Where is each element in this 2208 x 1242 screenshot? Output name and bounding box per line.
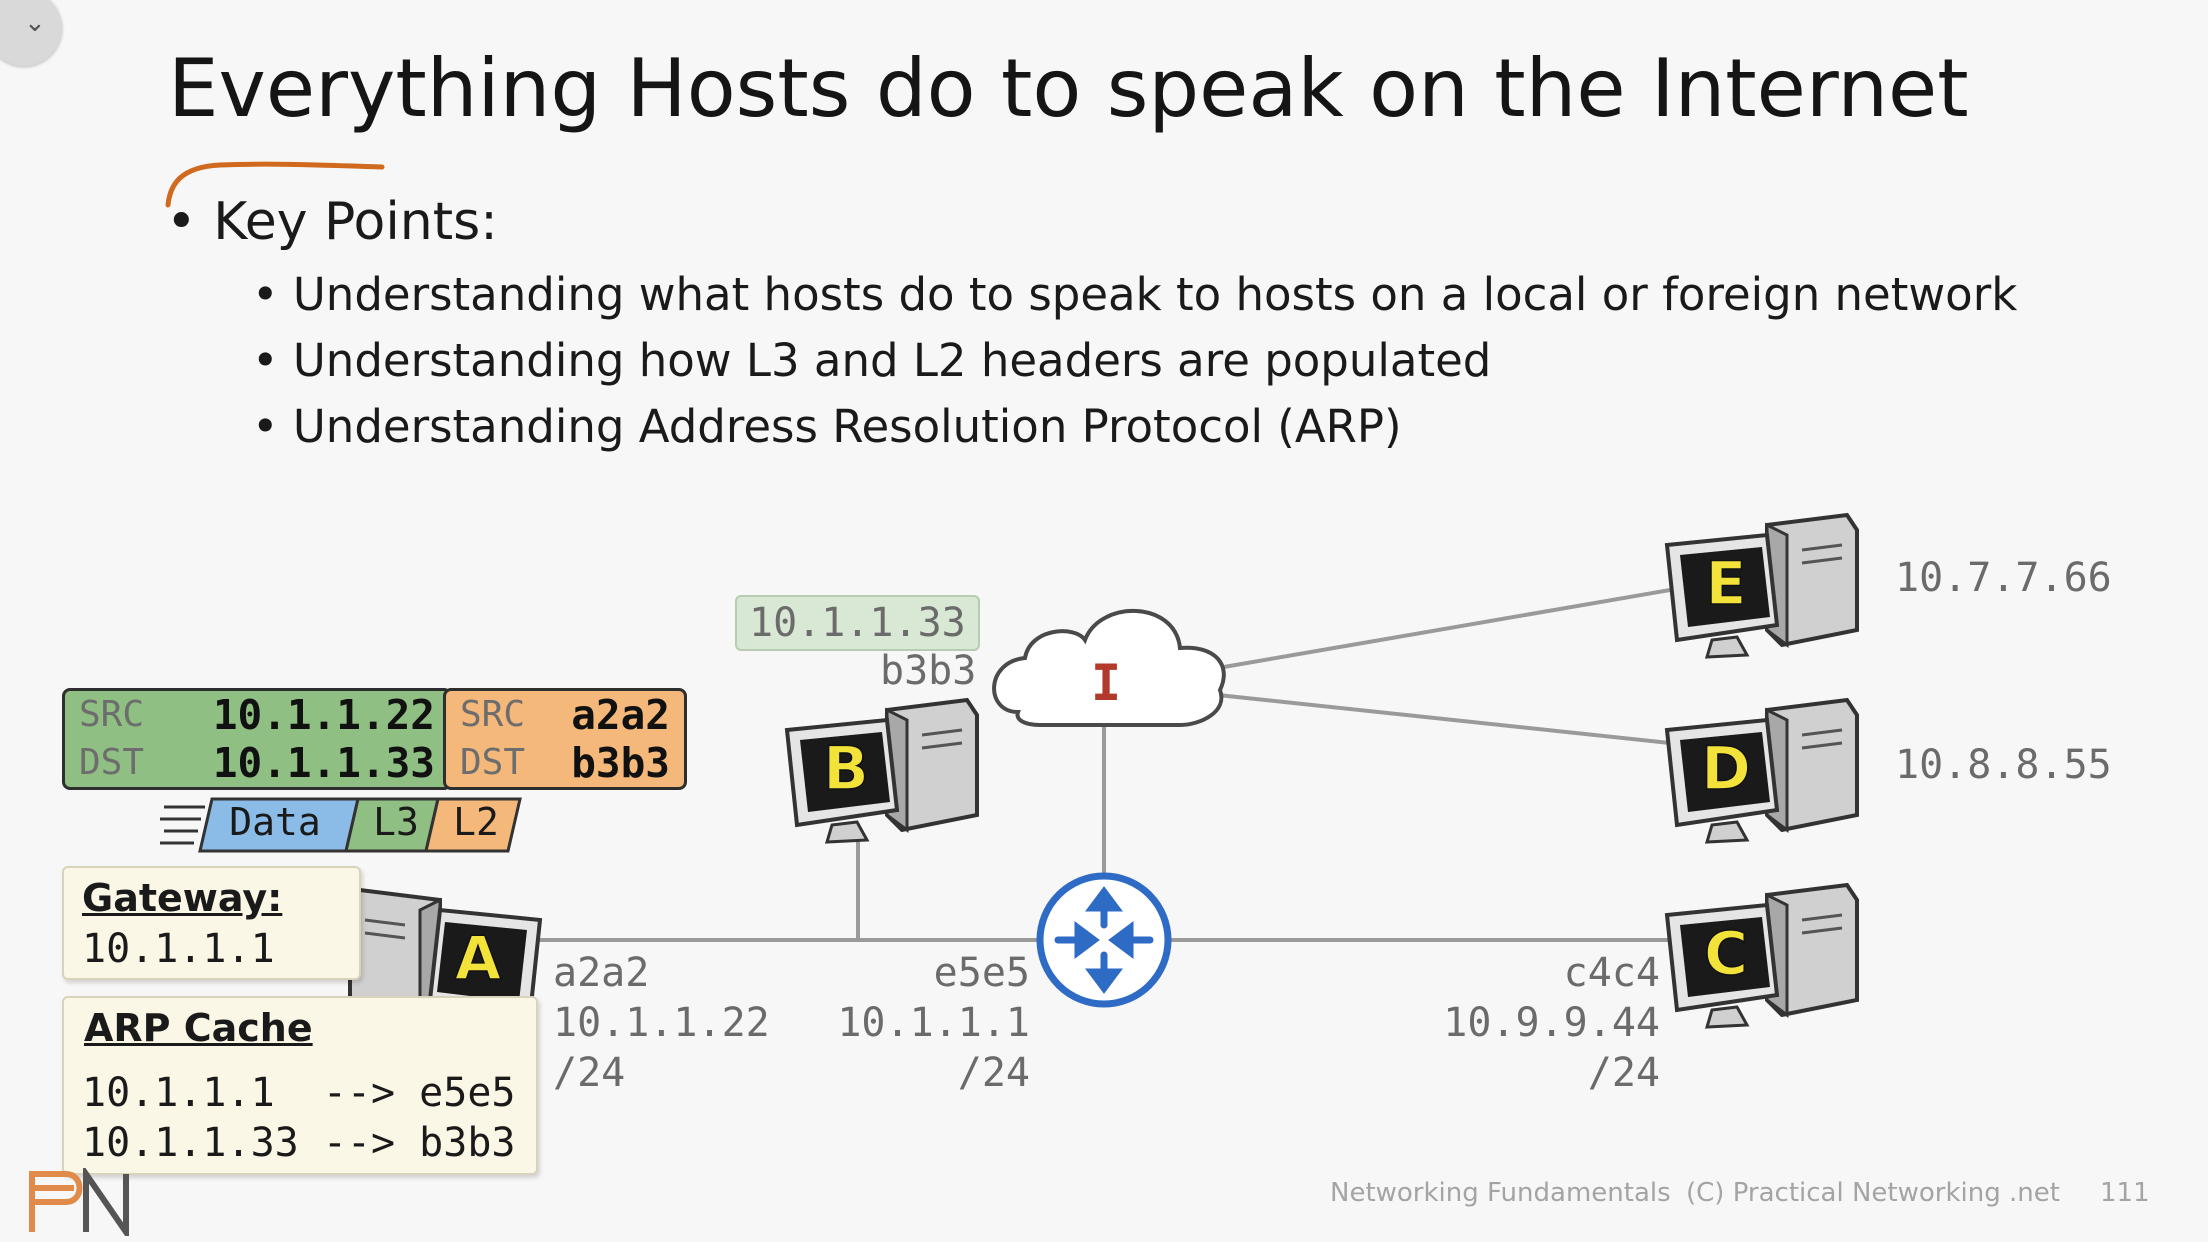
key-point-item: • Understanding how L3 and L2 headers ar… (252, 334, 1492, 387)
slide-title: Everything Hosts do to speak on the Inte… (168, 42, 1969, 135)
arp-entry: 10.1.1.33 --> b3b3 (82, 1120, 516, 1166)
practical-networking-logo (29, 1168, 129, 1236)
l3-src-value: 10.1.1.22 (212, 691, 435, 739)
host-c-ip: 10.9.9.44 (1443, 1000, 1660, 1046)
host-b-label: B (823, 734, 869, 804)
bullet-icon: • (166, 192, 214, 252)
packet-l2-label: L2 (453, 800, 499, 844)
internet-cloud: I (992, 608, 1226, 727)
host-c-address: c4c4 10.9.9.44 /24 (1400, 948, 1660, 1098)
host-c-mask: /24 (1587, 1050, 1660, 1096)
host-a-ip: 10.1.1.22 (553, 1000, 770, 1046)
packet-data-label: Data (229, 800, 321, 844)
l2-src-key: SRC (460, 694, 526, 735)
l3-header-box: SRC 10.1.1.22 DST 10.1.1.33 (62, 688, 452, 790)
host-a-address: a2a2 10.1.1.22 /24 (553, 948, 770, 1098)
pen-annotation-stroke (165, 161, 385, 208)
l2-dst-value: b3b3 (571, 739, 670, 787)
chevron-down-icon: ⌄ (24, 8, 46, 38)
arp-cache-title: ARP Cache (84, 1006, 313, 1050)
host-a-label: A (455, 924, 502, 994)
l3-dst-key: DST (79, 742, 145, 783)
bullet-icon: • (252, 400, 293, 453)
router-icon (1036, 872, 1172, 1008)
host-e-computer-icon (1664, 512, 1859, 659)
internet-label: I (1091, 654, 1121, 712)
l3-src-key: SRC (79, 694, 145, 735)
host-e-label: E (1706, 549, 1747, 619)
host-d-label: D (1701, 734, 1751, 804)
router-mac: e5e5 (933, 950, 1030, 996)
network-links (530, 588, 1671, 942)
host-a-mask: /24 (553, 1050, 626, 1096)
bullet-icon: • (252, 334, 293, 387)
arp-cache-box: ARP Cache 10.1.1.1 --> e5e5 10.1.1.33 --… (62, 996, 538, 1175)
l2-header-box: SRC a2a2 DST b3b3 (443, 688, 687, 790)
host-c-computer-icon (1664, 882, 1859, 1029)
link-cloud-e (1217, 588, 1671, 670)
packet-l3-label: L3 (373, 800, 419, 844)
arp-entry: 10.1.1.1 --> e5e5 (82, 1070, 516, 1116)
router-ip: 10.1.1.1 (837, 1000, 1030, 1046)
link-cloud-d (1217, 693, 1671, 745)
bullet-icon: • (252, 268, 293, 321)
router-address: e5e5 10.1.1.1 /24 (780, 948, 1030, 1098)
host-d-computer-icon (1664, 697, 1859, 844)
host-b-computer-icon (784, 697, 979, 844)
l3-dst-value: 10.1.1.33 (212, 739, 435, 787)
key-point-item: • Understanding what hosts do to speak t… (252, 268, 2018, 321)
router-mask: /24 (957, 1050, 1030, 1096)
host-d-ip: 10.8.8.55 (1895, 742, 2112, 788)
host-c-mac: c4c4 (1563, 950, 1660, 996)
gateway-box: Gateway: 10.1.1.1 (62, 866, 361, 980)
footer-copyright: (C) Practical Networking .net (1686, 1178, 2060, 1208)
host-c-label: C (1704, 919, 1748, 989)
l2-src-value: a2a2 (571, 691, 670, 739)
host-a-mac: a2a2 (553, 950, 650, 996)
gateway-title: Gateway: (82, 876, 283, 920)
host-b-ip: 10.1.1.33 (735, 595, 980, 651)
key-points-heading: • Key Points: (166, 192, 498, 252)
packet-strip (160, 797, 522, 853)
footer-course: Networking Fundamentals (1330, 1178, 1671, 1208)
collapse-button[interactable]: ⌄ (0, 0, 62, 66)
key-point-item: • Understanding Address Resolution Proto… (252, 400, 1402, 453)
gateway-value: 10.1.1.1 (82, 926, 275, 972)
l2-dst-key: DST (460, 742, 526, 783)
host-e-ip: 10.7.7.66 (1895, 555, 2112, 601)
host-b-mac: b3b3 (880, 648, 977, 694)
footer-page-number: 111 (2100, 1178, 2150, 1208)
